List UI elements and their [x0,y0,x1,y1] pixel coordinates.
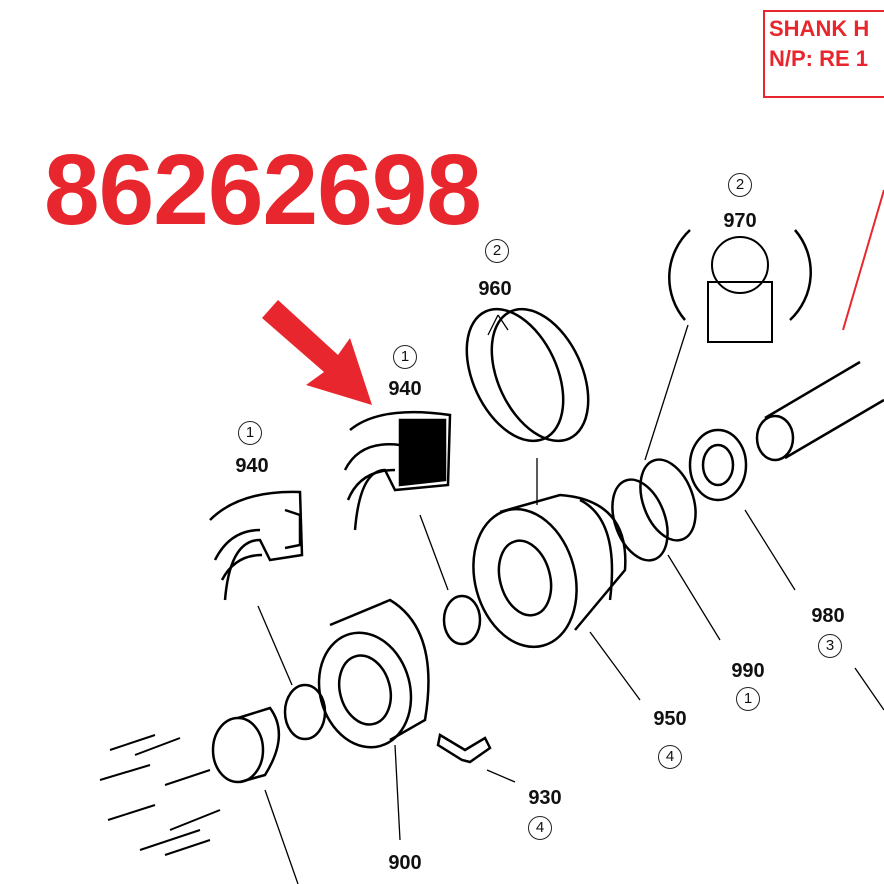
part-label-990[interactable]: 990 [731,660,765,682]
part-900-body [317,598,430,749]
seal-ring [442,594,482,646]
part-label-980[interactable]: 980 [811,605,845,627]
part-number-title: 86262698 [44,134,482,246]
red-leader-line [842,189,884,331]
qty-badge: 1 [238,421,262,445]
part-930-fitting [436,733,492,764]
shank-part [755,360,884,462]
qty-badge: 4 [528,816,552,840]
part-label-950[interactable]: 950 [653,708,687,730]
leader-lines [257,314,884,884]
part-label-970[interactable]: 970 [723,210,757,232]
qty-badge: 4 [658,745,682,769]
part-label-940[interactable]: 940 [388,378,422,400]
qty-badge: 2 [485,239,509,263]
part-940-center [343,410,452,531]
part-940-left [209,490,304,601]
part-950-housing [472,493,627,649]
part-label-930[interactable]: 930 [528,787,562,809]
coupler-part [211,716,265,784]
part-960-ring [465,307,565,443]
part-980-seal [688,428,748,502]
qty-badge: 1 [393,345,417,369]
qty-badge: 2 [728,173,752,197]
shank-note-line2: N/P: RE 1 [769,46,869,71]
bolts [99,734,221,856]
shank-note-box: SHANK H N/P: RE 1 [763,10,884,98]
part-990-oring [611,478,669,562]
part-label-960[interactable]: 960 [478,278,512,300]
red-arrow-icon [262,300,372,405]
qty-badge: 3 [818,634,842,658]
shank-note-line1: SHANK H [769,16,870,41]
part-label-900[interactable]: 900 [388,852,422,874]
qty-badge: 1 [736,687,760,711]
part-label-940[interactable]: 940 [235,455,269,477]
part-970-detail [668,229,812,343]
